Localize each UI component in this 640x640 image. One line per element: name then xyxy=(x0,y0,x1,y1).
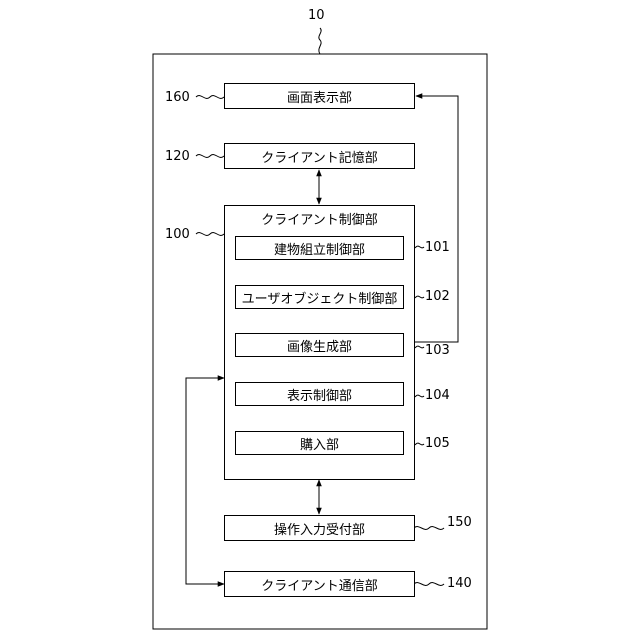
purchase-label: 購入部 xyxy=(300,434,339,453)
client-communication-block: クライアント通信部 xyxy=(224,571,415,597)
leader-120 xyxy=(196,155,224,158)
operation-input-block: 操作入力受付部 xyxy=(224,515,415,541)
leader-140 xyxy=(414,583,444,586)
display-control-label: 表示制御部 xyxy=(287,385,352,404)
purchase-block: 購入部 xyxy=(235,431,404,455)
ref-purchase: 105 xyxy=(425,436,450,451)
leader-10 xyxy=(319,28,321,54)
ref-client-communication: 140 xyxy=(447,576,472,591)
operation-input-label: 操作入力受付部 xyxy=(274,519,365,538)
building-assembly-label: 建物組立制御部 xyxy=(274,239,365,258)
ref-image-generation: 103 xyxy=(425,343,450,358)
image-generation-block: 画像生成部 xyxy=(235,333,404,357)
client-storage-label: クライアント記憶部 xyxy=(261,147,377,166)
client-control-label: クライアント制御部 xyxy=(225,209,414,228)
ref-operation-input: 150 xyxy=(447,515,472,530)
ref-user-object: 102 xyxy=(425,289,450,304)
leader-100 xyxy=(196,233,224,236)
ref-screen-display: 160 xyxy=(165,90,190,105)
ref-client-storage: 120 xyxy=(165,149,190,164)
image-generation-label: 画像生成部 xyxy=(287,336,352,355)
ref-client-control: 100 xyxy=(165,227,190,242)
client-storage-block: クライアント記憶部 xyxy=(224,143,415,169)
leader-150 xyxy=(414,527,444,530)
building-assembly-block: 建物組立制御部 xyxy=(235,236,404,260)
ref-building-assembly: 101 xyxy=(425,240,450,255)
arrow-control-communication xyxy=(186,378,224,584)
client-communication-label: クライアント通信部 xyxy=(261,575,377,594)
screen-display-block: 画面表示部 xyxy=(224,83,415,109)
user-object-block: ユーザオブジェクト制御部 xyxy=(235,285,404,309)
user-object-label: ユーザオブジェクト制御部 xyxy=(242,288,398,307)
ref-display-control: 104 xyxy=(425,388,450,403)
display-control-block: 表示制御部 xyxy=(235,382,404,406)
leader-160 xyxy=(196,96,224,99)
screen-display-label: 画面表示部 xyxy=(287,87,352,106)
ref-device: 10 xyxy=(308,8,325,23)
